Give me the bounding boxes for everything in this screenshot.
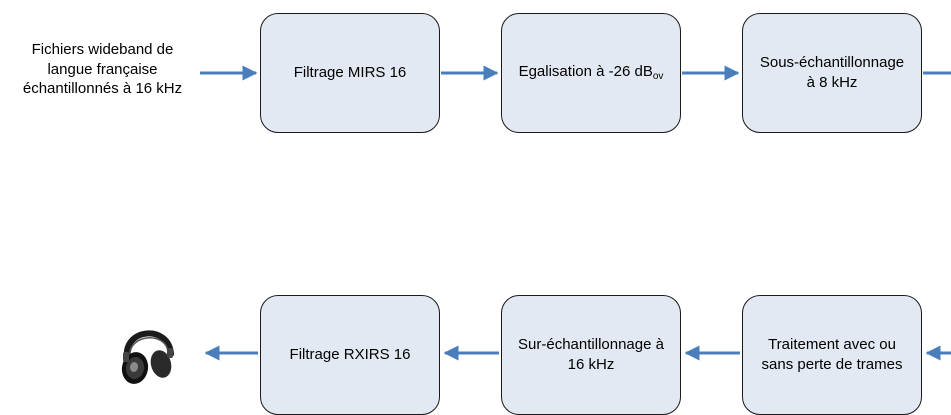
block-egalisation-label: Egalisation à -26 dBov (518, 63, 664, 83)
block-egalisation-subscript: ov (652, 71, 664, 83)
block-sous-echantillonnage-label: Sous-échantillonnage à 8 kHz (759, 53, 905, 91)
block-traitement-label: Traitement avec ou sans perte de trames (761, 335, 903, 373)
block-filtrage-mirs: Filtrage MIRS 16 (260, 13, 440, 133)
input-line-2: langue française (47, 60, 158, 78)
block-filtrage-mirs-label: Filtrage MIRS 16 (293, 63, 407, 81)
block-sur-echantillonnage-label: Sur-échantillonnage à 16 kHz (518, 335, 664, 373)
input-line-3: échantillonnés à 16 kHz (22, 80, 183, 97)
block-filtrage-rxirs-label: Filtrage RXIRS 16 (289, 345, 411, 363)
block-filtrage-rxirs: Filtrage RXIRS 16 (260, 295, 440, 415)
block-egalisation: Egalisation à -26 dBov (501, 13, 681, 133)
block-sous-echantillonnage: Sous-échantillonnage à 8 kHz (742, 13, 922, 133)
headphones-icon (121, 330, 174, 384)
input-line-1: Fichiers wideband de (31, 41, 174, 58)
input-files-label: Fichiers wideband de langue française éc… (0, 40, 205, 99)
block-sur-echantillonnage: Sur-échantillonnage à 16 kHz (501, 295, 681, 415)
